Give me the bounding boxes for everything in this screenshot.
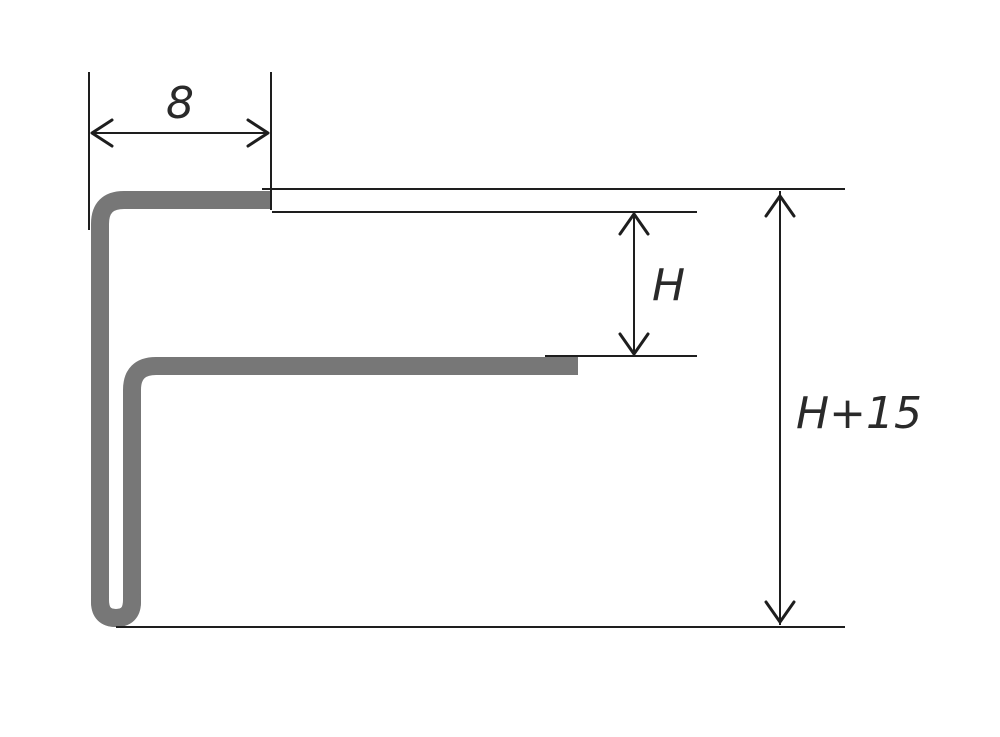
inner-height-label: H — [652, 260, 685, 311]
width-arrow-right — [246, 118, 270, 148]
total-height-arrow-bottom — [764, 600, 796, 624]
width-label: 8 — [166, 78, 194, 129]
inner-height-arrow-bottom — [618, 332, 650, 356]
total-height-label: H+15 — [796, 388, 922, 439]
profile-shape — [91, 191, 578, 627]
profile-bottom-cap — [91, 591, 141, 628]
inner-height-arrow-top — [618, 212, 650, 236]
total-height-arrow-top — [764, 194, 796, 218]
width-arrow-left — [90, 118, 114, 148]
